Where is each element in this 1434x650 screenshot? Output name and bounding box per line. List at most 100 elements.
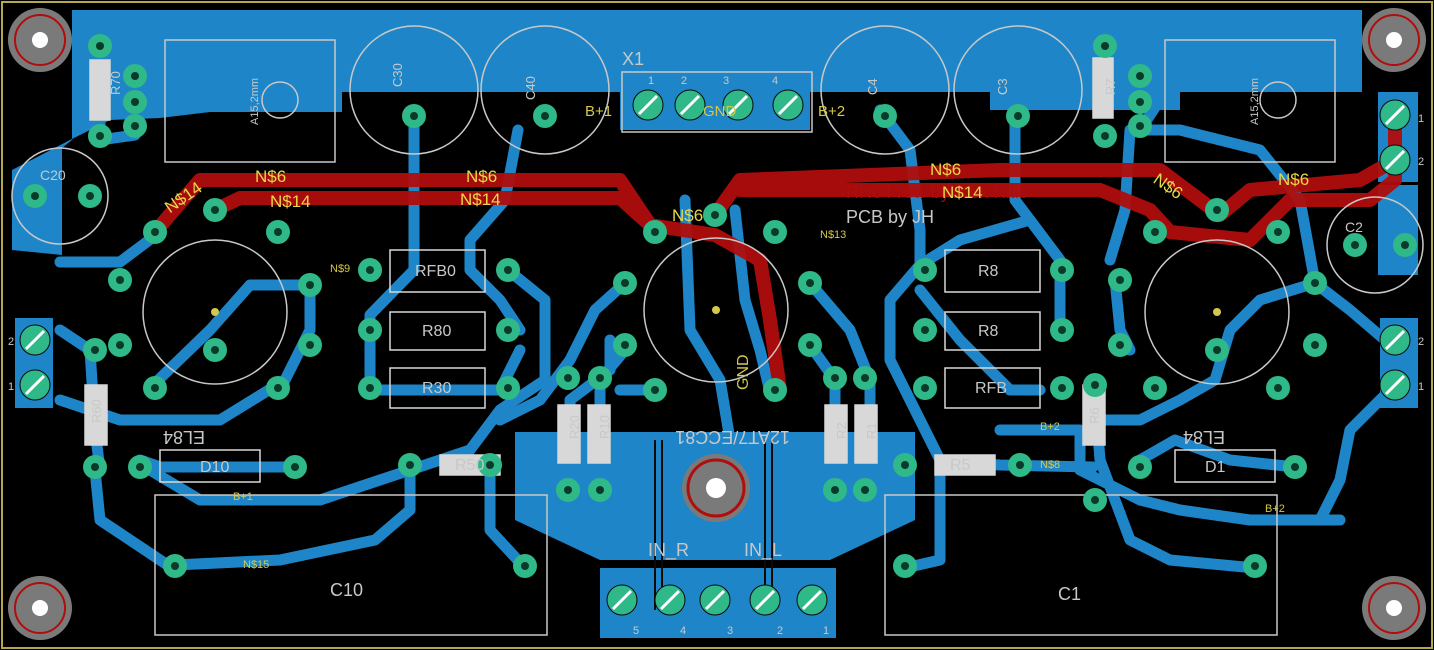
pad-drill — [366, 266, 374, 274]
svg-text:B+2: B+2 — [1040, 421, 1060, 433]
c40-label: C40 — [523, 76, 538, 100]
pad-drill — [901, 562, 909, 570]
terminal-screw-slot — [679, 94, 701, 116]
terminal-screw-slot — [801, 589, 823, 611]
pads — [19, 34, 1417, 616]
terminal-screw-slot — [1384, 149, 1406, 171]
input-traces — [654, 440, 773, 610]
r8a-label: R8 — [978, 263, 999, 280]
bottom-net-labels: B+1 B+2 GND GND N$9 B+1 N$15 N$13 B+2 N$… — [233, 103, 1285, 571]
pad-drill — [596, 486, 604, 494]
regulator-outlines — [164, 39, 1336, 163]
pad-drill — [291, 463, 299, 471]
pad-drill — [861, 486, 869, 494]
pad-drill — [901, 461, 909, 469]
pad-drill — [921, 326, 929, 334]
pad-drill — [771, 228, 779, 236]
pad-drill — [1311, 279, 1319, 287]
top-net-labels: N$6 N$14 N$6 N$14 N$6 N$14 N$6 N$6 N$14 … — [161, 160, 1309, 225]
svg-text:N$6: N$6 — [672, 206, 703, 225]
pad-drill — [1151, 228, 1159, 236]
pad-drill — [651, 386, 659, 394]
pad-drill — [881, 112, 889, 120]
r6-label: R6 — [1087, 407, 1102, 424]
x1-label: X1 — [622, 49, 644, 69]
terminal-screw-slot — [637, 94, 659, 116]
pad-drill — [131, 72, 139, 80]
r2-label: R2 — [834, 422, 849, 439]
pad-drill — [406, 461, 414, 469]
svg-text:N$6: N$6 — [466, 167, 497, 186]
svg-text:3: 3 — [727, 625, 733, 637]
pad-drill — [1014, 112, 1022, 120]
r70-label: R70 — [108, 71, 123, 95]
svg-text:N$13: N$13 — [820, 229, 846, 241]
pad-drill — [91, 463, 99, 471]
pad-drill — [1401, 241, 1409, 249]
pad-drill — [596, 374, 604, 382]
pad-drill — [31, 192, 39, 200]
pad-drill — [1101, 42, 1109, 50]
pad-drill — [1016, 461, 1024, 469]
terminal-screw-slot — [24, 374, 46, 396]
r30-label: R30 — [422, 380, 451, 397]
pad-drill — [564, 374, 572, 382]
pad-drill — [504, 266, 512, 274]
mount-hole-center — [682, 454, 750, 522]
pad-drill — [116, 276, 124, 284]
pad-drill — [116, 341, 124, 349]
svg-text:5: 5 — [633, 625, 639, 637]
mount-hole-br — [1362, 576, 1426, 640]
svg-text:2: 2 — [1418, 336, 1424, 348]
mount-hole-tr — [1362, 8, 1426, 72]
pad-drill — [621, 341, 629, 349]
silkscreen-labels: X1 RFB0 R80 R30 R8 R8 RFB D10 D1 R50 R5 … — [40, 49, 1363, 604]
d10-label: D10 — [200, 459, 229, 476]
terminal-screw-slot — [704, 589, 726, 611]
pad-drill — [366, 384, 374, 392]
pad-drill — [171, 562, 179, 570]
svg-text:N$6: N$6 — [930, 160, 961, 179]
r50-label: R50 — [455, 457, 484, 474]
pad-drill — [806, 341, 814, 349]
tube-right-outline — [1144, 239, 1290, 385]
pad-drill — [1311, 341, 1319, 349]
pad-drill — [86, 192, 94, 200]
svg-text:GND: GND — [703, 103, 737, 120]
svg-text:B+1: B+1 — [233, 491, 253, 503]
pad-drill — [831, 486, 839, 494]
reg-right-label: A15,2mm — [1249, 78, 1261, 125]
pad-drill — [151, 384, 159, 392]
r80-label: R80 — [422, 323, 451, 340]
pad-drill — [831, 374, 839, 382]
pad-drill — [306, 281, 314, 289]
svg-text:1: 1 — [823, 625, 829, 637]
pad-drill — [504, 326, 512, 334]
svg-text:GND: GND — [735, 354, 752, 390]
pad-drill — [1274, 228, 1282, 236]
mount-hole-bl — [8, 576, 72, 640]
pad-drill — [151, 228, 159, 236]
pad-drill — [564, 486, 572, 494]
c10-label: C10 — [330, 580, 363, 600]
svg-text:N$8: N$8 — [1040, 459, 1060, 471]
svg-text:N$14: N$14 — [942, 183, 983, 202]
pad-drill — [1101, 132, 1109, 140]
svg-text:N$15: N$15 — [243, 559, 269, 571]
pad-drill — [1116, 276, 1124, 284]
tube-center-label: 12AT7/ECC81 — [675, 427, 790, 447]
r5-label: R5 — [950, 457, 971, 474]
pad-drill — [1213, 346, 1221, 354]
pad-drill — [1058, 384, 1066, 392]
pad-drill — [621, 279, 629, 287]
pad-drill — [366, 326, 374, 334]
terminal-screw-slot — [1384, 104, 1406, 126]
terminal-screw-slot — [727, 94, 749, 116]
pad-drill — [1091, 381, 1099, 389]
pad-drill — [486, 461, 494, 469]
pad-drill — [1274, 384, 1282, 392]
pad-drill — [1058, 326, 1066, 334]
reg-left-label: A15,2mm — [249, 78, 261, 125]
pad-drill — [1136, 463, 1144, 471]
